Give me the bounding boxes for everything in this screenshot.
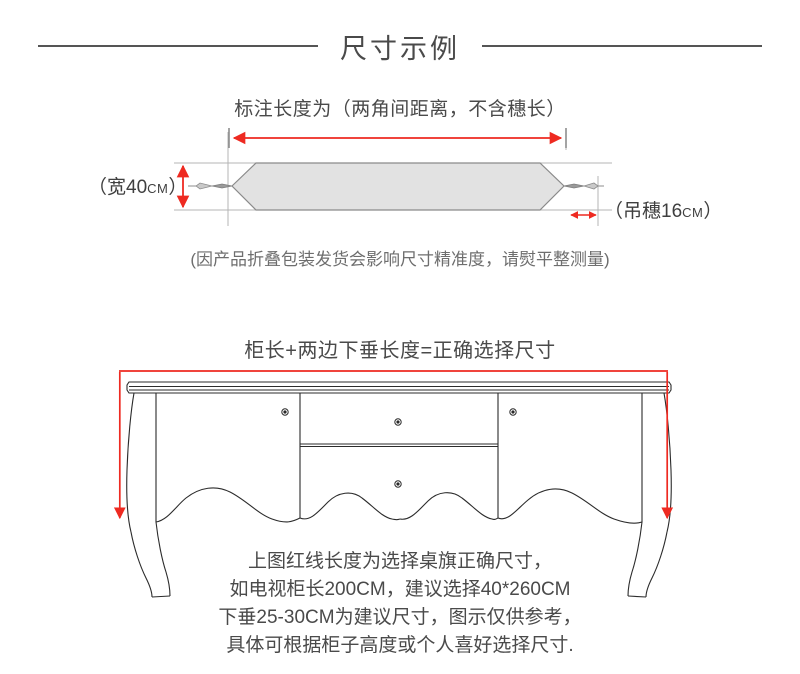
cabinet-description: 上图红线长度为选择桌旗正确尺寸， 如电视柜长200CM，建议选择40*260CM… — [0, 548, 800, 660]
left-tassel-icon — [188, 182, 233, 190]
title-rule-left — [38, 45, 318, 47]
cabinet-description-line-3: 下垂25-30CM为建议尺寸，图示仅供参考， — [218, 607, 582, 628]
runner-width-label-suffix: ） — [168, 177, 188, 198]
right-tassel-icon — [563, 182, 604, 190]
cabinet-description-line-4: 具体可根据柜子高度或个人喜好选择尺寸. — [226, 635, 574, 656]
cabinet-length-measure — [113, 370, 674, 520]
cabinet-description-line-2: 如电视柜长200CM，建议选择40*260CM — [229, 579, 571, 600]
table-runner-shape — [231, 162, 565, 211]
tassel-length-label-suffix: ） — [703, 201, 723, 222]
title-rule-right — [482, 45, 762, 47]
tassel-length-label-unit: CM — [682, 205, 704, 220]
cabinet-knobs — [281, 408, 517, 488]
runner-width-label: （宽40CM） — [88, 172, 187, 199]
runner-width-label-prefix: （宽40 — [88, 177, 148, 198]
runner-width-label-unit: CM — [147, 181, 169, 196]
runner-note: (因产品折叠包装发货会影响尺寸精准度，请熨平整测量) — [190, 250, 610, 269]
length-measure-ticks — [228, 128, 567, 148]
tassel-length-label-prefix: （吊穗16 — [604, 201, 683, 222]
page-title-row: 尺寸示例 — [0, 26, 800, 66]
page-title: 尺寸示例 — [340, 33, 460, 64]
cabinet-caption: 柜长+两边下垂长度=正确选择尺寸 — [244, 340, 556, 362]
tassel-length-label: （吊穗16CM） — [604, 196, 722, 223]
runner-caption: 标注长度为（两角间距离，不含穗长） — [234, 99, 566, 120]
cabinet-description-line-1: 上图红线长度为选择桌旗正确尺寸， — [247, 551, 552, 572]
runner-guide-lines — [174, 132, 612, 226]
